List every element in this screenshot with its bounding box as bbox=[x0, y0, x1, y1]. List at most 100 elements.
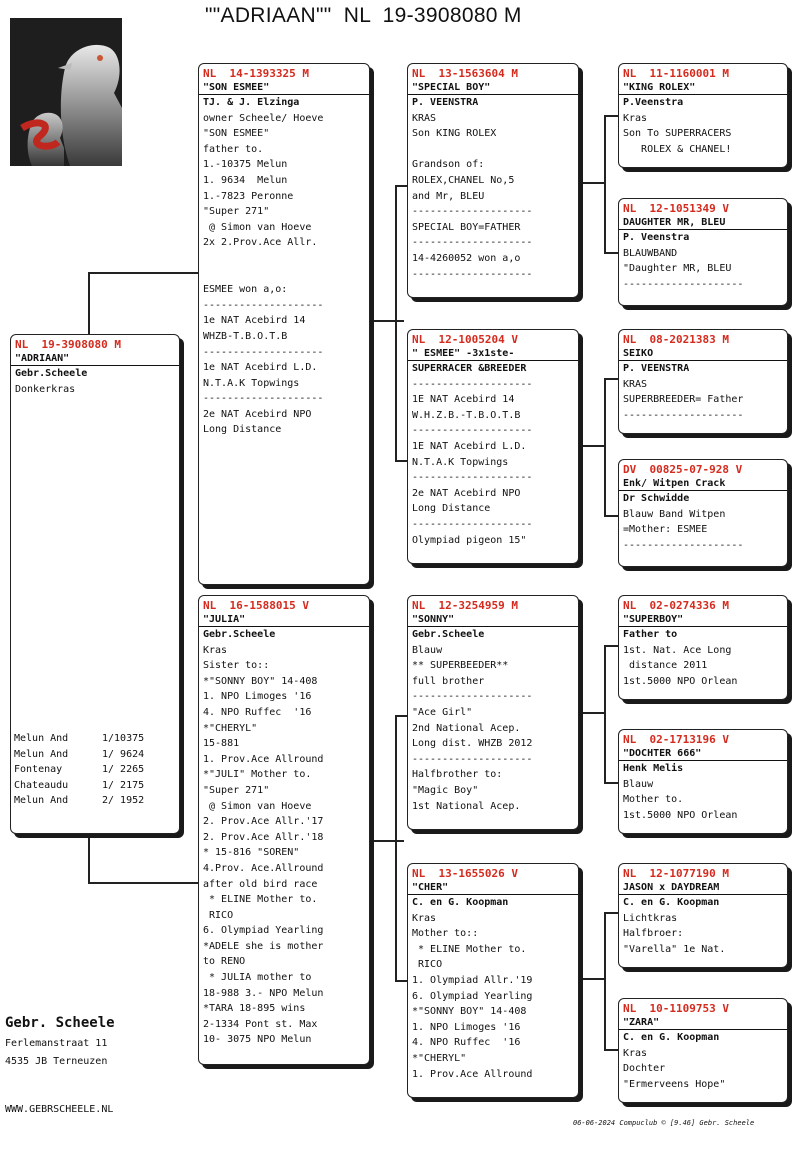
info-line: "Ace Girl" bbox=[408, 705, 578, 721]
info-line: Henk Melis bbox=[619, 761, 787, 777]
ring-number: NL 12-1077190 M bbox=[619, 864, 787, 882]
info-line: "Ermerveens Hope" bbox=[619, 1077, 787, 1093]
pigeon-name: "SUPERBOY" bbox=[619, 614, 787, 627]
info-line: distance 2011 bbox=[619, 658, 787, 674]
info-line: 1. Olympiad Allr.'19 bbox=[408, 973, 578, 989]
connector bbox=[604, 645, 606, 782]
info-line: WHZB-T.B.O.T.B bbox=[199, 329, 369, 345]
info-line: "Daughter MR, BLEU bbox=[619, 261, 787, 277]
info-line: *"JULI" Mother to. bbox=[199, 767, 369, 783]
info-line: Halfbroer: bbox=[619, 926, 787, 942]
info-line: * 15-816 "SOREN" bbox=[199, 845, 369, 861]
info-line: 1.-10375 Melun bbox=[199, 157, 369, 173]
info-line: 2e NAT Acebird NPO bbox=[408, 486, 578, 502]
pigeon-name: "SON ESMEE" bbox=[199, 82, 369, 95]
info-line: BLAUWBAND bbox=[619, 246, 787, 262]
ring-number: NL 02-1713196 V bbox=[619, 730, 787, 748]
paternal-grandmother-card[interactable]: NL 12-1005204 V" ESMEE" -3x1ste-SUPERRAC… bbox=[407, 329, 579, 564]
connector bbox=[604, 378, 606, 515]
info-line: -------------------- bbox=[619, 408, 787, 424]
ring-number: NL 10-1109753 V bbox=[619, 999, 787, 1017]
connector bbox=[582, 978, 604, 980]
connector bbox=[395, 185, 407, 187]
info-line: 2e NAT Acebird NPO bbox=[199, 407, 369, 423]
connector bbox=[604, 115, 606, 252]
connector bbox=[604, 1049, 618, 1051]
pigeon-name: DAUGHTER MR, BLEU bbox=[619, 217, 787, 230]
info-line: P. VEENSTRA bbox=[619, 361, 787, 377]
info-line: 2-1334 Pont st. Max bbox=[199, 1017, 369, 1033]
info-line: C. en G. Koopman bbox=[619, 895, 787, 911]
result-place: Chateaudu bbox=[14, 778, 68, 794]
info-line: 1e NAT Acebird L.D. bbox=[199, 360, 369, 376]
info-line: -------------------- bbox=[619, 277, 787, 293]
info-line: to RENO bbox=[199, 954, 369, 970]
info-line: 1E NAT Acebird L.D. bbox=[408, 439, 578, 455]
loft-address-city: 4535 JB Terneuzen bbox=[5, 1056, 107, 1067]
info-line: Sister to:: bbox=[199, 658, 369, 674]
info-line: -------------------- bbox=[199, 298, 369, 314]
info-line: =Mother: ESMEE bbox=[619, 522, 787, 538]
info-line: C. en G. Koopman bbox=[408, 895, 578, 911]
pigeon-name: "KING ROLEX" bbox=[619, 82, 787, 95]
info-line: W.H.Z.B.-T.B.O.T.B bbox=[408, 408, 578, 424]
info-line: 4.Prov. Ace.Allround bbox=[199, 861, 369, 877]
info-line: *ADELE she is mother bbox=[199, 939, 369, 955]
info-line: Halfbrother to: bbox=[408, 767, 578, 783]
loft-address-street: Ferlemanstraat 11 bbox=[5, 1038, 107, 1049]
pigeon-name: SEIKO bbox=[619, 348, 787, 361]
info-line: Lichtkras bbox=[619, 911, 787, 927]
ring-number: NL 19-3908080 M bbox=[11, 335, 179, 353]
info-line: -------------------- bbox=[408, 423, 578, 439]
info-line: -------------------- bbox=[408, 752, 578, 768]
result-row: Melun And1/ 9624 bbox=[14, 747, 174, 763]
info-line: *"SONNY BOY" 14-408 bbox=[199, 674, 369, 690]
info-line: "Super 271" bbox=[199, 783, 369, 799]
info-line: @ Simon van Hoeve bbox=[199, 220, 369, 236]
info-line: *"CHERYL" bbox=[199, 721, 369, 737]
logo bbox=[10, 18, 122, 166]
connector bbox=[88, 830, 90, 882]
info-line: * ELINE Mother to. bbox=[408, 942, 578, 958]
info-line: C. en G. Koopman bbox=[619, 1030, 787, 1046]
info-line: SUPERRACER &BREEDER bbox=[408, 361, 578, 377]
info-line: 14-4260052 won a,o bbox=[408, 251, 578, 267]
connector bbox=[604, 515, 618, 517]
info-line: Donkerkras bbox=[11, 382, 179, 398]
info-line: N.T.A.K Topwings bbox=[199, 376, 369, 392]
ring-number: NL 13-1563604 M bbox=[408, 64, 578, 82]
pigeon-name: " ESMEE" -3x1ste- bbox=[408, 348, 578, 361]
info-line: Son KING ROLEX bbox=[408, 126, 578, 142]
pigeon-name: "SPECIAL BOY" bbox=[408, 82, 578, 95]
info-line: -------------------- bbox=[408, 689, 578, 705]
info-line: Kras bbox=[619, 1046, 787, 1062]
info-line: 2. Prov.Ace Allr.'18 bbox=[199, 830, 369, 846]
father-card[interactable]: NL 14-1393325 M"SON ESMEE"TJ. & J. Elzin… bbox=[198, 63, 370, 585]
ring-number: NL 16-1588015 V bbox=[199, 596, 369, 614]
info-line: SUPERBREEDER= Father bbox=[619, 392, 787, 408]
info-line: 6. Olympiad Yearling bbox=[408, 989, 578, 1005]
info-line: 2. Prov.Ace Allr.'17 bbox=[199, 814, 369, 830]
connector bbox=[604, 115, 618, 117]
info-line: @ Simon van Hoeve bbox=[199, 799, 369, 815]
info-line: Gebr.Scheele bbox=[199, 627, 369, 643]
info-line: Grandson of: bbox=[408, 157, 578, 173]
loft-website[interactable]: WWW.GEBRSCHEELE.NL bbox=[5, 1104, 113, 1115]
footer-text: 06-06-2024 Compuclub © [9.46] Gebr. Sche… bbox=[573, 1119, 754, 1127]
result-row: Fontenay1/ 2265 bbox=[14, 762, 174, 778]
result-score: 2/ 1952 bbox=[102, 793, 144, 809]
pigeon-name: "ADRIAAN" bbox=[11, 353, 179, 366]
